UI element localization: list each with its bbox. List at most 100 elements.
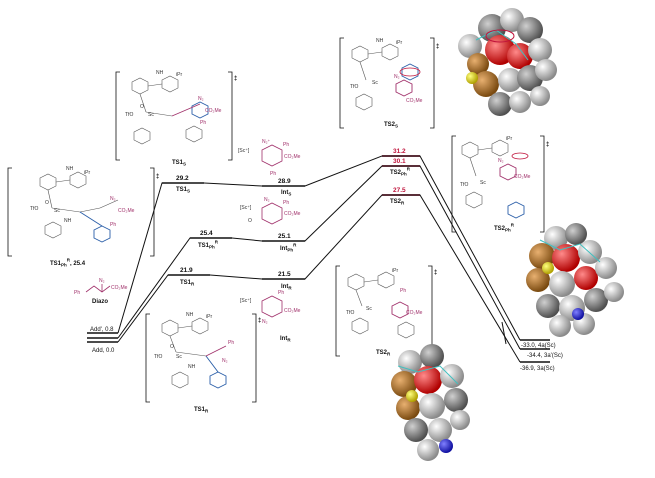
svg-text:Ph: Ph	[270, 171, 276, 177]
value-intph: 25.1	[278, 233, 291, 240]
svg-text:[Sc⁺]: [Sc⁺]	[238, 148, 250, 154]
label-ts1r: TS1R	[180, 280, 195, 287]
value-ts2r: 27.5	[393, 187, 406, 194]
svg-text:Ph: Ph	[74, 290, 80, 296]
svg-text:NH: NH	[186, 312, 194, 318]
ts1s-structure-box: ‡ TfO O Sc iPr NH N₂ CO₂Me Ph TS1S	[115, 70, 237, 167]
svg-text:Ph: Ph	[278, 290, 284, 296]
svg-text:Ph: Ph	[283, 200, 289, 206]
value-ts2ph: 30.1	[393, 158, 406, 165]
svg-text:O: O	[248, 218, 252, 224]
svg-text:iPr: iPr	[206, 314, 212, 320]
label-intph: IntPhR	[280, 243, 297, 253]
label-diazo: Diazo	[92, 299, 108, 305]
value-ts2s: 31.2	[393, 148, 406, 155]
svg-text:‡: ‡	[434, 270, 437, 276]
value-ts1ph: 25.4	[200, 230, 213, 237]
label-ts2r: TS2R	[390, 199, 405, 206]
svg-text:TfO: TfO	[154, 354, 162, 360]
label-intr: IntR	[281, 284, 292, 291]
label-ts2ph-box: TS2PhR	[494, 223, 515, 233]
label-p4a: -33.0, 4a(Sc)	[521, 343, 556, 349]
svg-text:TfO: TfO	[346, 310, 354, 316]
svg-text:TfO: TfO	[350, 84, 358, 90]
svg-text:Ph: Ph	[400, 288, 406, 294]
svg-text:CO₂Me: CO₂Me	[284, 154, 301, 160]
value-ts1r: 21.9	[180, 267, 193, 274]
diazo-structure: Ph N₂ CO₂Me Diazo	[74, 278, 128, 305]
ts1ph-structure-box: ‡ TfO O Sc iPr NH NH N₂ CO₂Me Ph TS1PhR,…	[7, 166, 159, 268]
svg-text:Ph: Ph	[200, 120, 206, 126]
svg-text:TfO: TfO	[30, 206, 38, 212]
svg-text:O: O	[45, 200, 49, 206]
svg-text:[Sc⁺]: [Sc⁺]	[240, 205, 252, 211]
label-add: Add, 0.0	[92, 348, 115, 354]
svg-text:[Sc⁺]: [Sc⁺]	[240, 298, 252, 304]
svg-text:CO₂Me: CO₂Me	[111, 285, 128, 291]
svg-text:CO₂Me: CO₂Me	[284, 211, 301, 217]
reaction-paths	[117, 155, 521, 363]
int-s-structure: [Sc⁺] N₂⁺ Ph CO₂Me Ph	[238, 139, 301, 177]
label-ts1s: TS1S	[176, 187, 190, 194]
int-ph-structure: [Sc⁺] N₂ Ph CO₂Me O	[240, 197, 301, 225]
svg-text:‡: ‡	[234, 76, 237, 82]
svg-text:CO₂Me: CO₂Me	[406, 310, 423, 316]
ts2s-structure-box: ‡ TfO Sc iPr NH CO₂Me N₂ TS2S	[339, 37, 439, 129]
ts1r-structure-box: ‡ TfO O Sc iPr NH NH Ph N₂ TS1R	[145, 312, 261, 414]
svg-text:iPr: iPr	[392, 268, 398, 274]
svg-text:N₂⁺: N₂⁺	[262, 139, 271, 145]
svg-text:Sc: Sc	[480, 180, 486, 186]
label-p3a-prime: -34.4, 3a'(Sc)	[527, 353, 563, 359]
svg-text:Ph: Ph	[283, 142, 289, 148]
svg-text:N₂: N₂	[110, 196, 116, 202]
svg-text:iPr: iPr	[396, 40, 402, 46]
svg-text:CO₂Me: CO₂Me	[406, 98, 423, 104]
label-intr-struct: IntR	[280, 336, 291, 343]
svg-text:N₂: N₂	[222, 358, 228, 364]
svg-text:iPr: iPr	[84, 170, 90, 176]
label-ints: IntS	[281, 190, 291, 197]
svg-text:Sc: Sc	[148, 112, 154, 118]
value-ints: 28.9	[278, 178, 291, 185]
svg-text:O: O	[170, 344, 174, 350]
label-ts1s-box: TS1S	[172, 160, 186, 167]
label-add-prime: Add', 0.8	[90, 327, 114, 333]
svg-text:TfO: TfO	[460, 182, 468, 188]
label-ts2s-box: TS2S	[384, 122, 398, 129]
label-ts1ph: TS1PhR	[198, 240, 219, 250]
svg-text:CO₂Me: CO₂Me	[205, 108, 222, 114]
path-ph	[117, 165, 521, 350]
svg-text:Ph: Ph	[110, 222, 116, 228]
cross-tick	[501, 321, 507, 345]
value-ts1s: 29.2	[176, 175, 189, 182]
svg-text:N₂: N₂	[198, 96, 204, 102]
label-ts1ph-box: TS1PhR, 25.4	[50, 258, 86, 268]
energy-levels	[87, 155, 550, 363]
molecular-model-ts2r	[391, 344, 470, 461]
svg-text:Sc: Sc	[366, 306, 372, 312]
svg-text:iPr: iPr	[506, 136, 512, 142]
label-ts2ph: TS2PhR	[390, 167, 411, 177]
molecular-model-ts2ph	[526, 223, 624, 337]
svg-text:‡: ‡	[156, 174, 159, 180]
ts2r-structure-box: ‡ TfO Sc iPr CO₂Me Ph TS2R	[335, 265, 437, 357]
svg-text:CO₂Me: CO₂Me	[284, 308, 301, 314]
label-ts1r-box: TS1R	[194, 407, 209, 414]
svg-text:CO₂Me: CO₂Me	[118, 208, 135, 214]
value-intr: 21.5	[278, 271, 291, 278]
svg-text:N₂: N₂	[394, 74, 400, 80]
path-r	[117, 194, 521, 363]
ts2ph-structure-box: ‡ TfO Sc iPr CO₂Me N₂ TS2PhR	[451, 135, 549, 233]
label-ts2r-box: TS2R	[376, 350, 391, 357]
svg-text:CO₂Me: CO₂Me	[514, 174, 531, 180]
svg-text:NH: NH	[376, 38, 384, 44]
svg-text:N₂: N₂	[99, 278, 105, 284]
svg-text:O: O	[140, 104, 144, 110]
label-p3a: -36.9, 3a(Sc)	[520, 366, 555, 372]
svg-text:NH: NH	[156, 70, 164, 76]
path-s	[117, 155, 521, 341]
svg-text:N₂: N₂	[498, 158, 504, 164]
svg-text:‡: ‡	[258, 318, 261, 324]
